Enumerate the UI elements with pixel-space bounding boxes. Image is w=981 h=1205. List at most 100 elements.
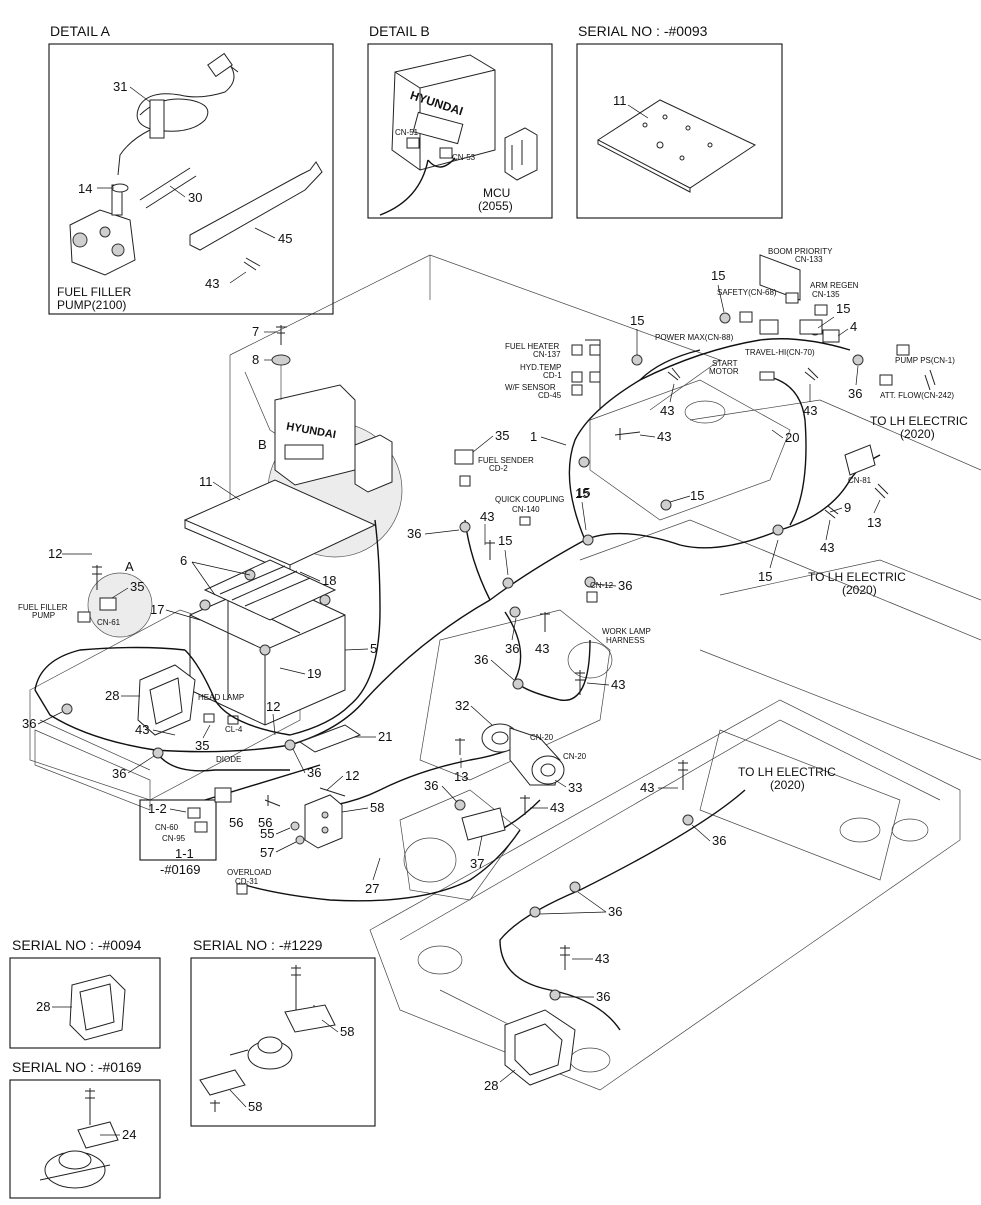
part-number-31: 31: [113, 79, 127, 94]
upper-frame-structure: [29, 254, 981, 1091]
label-quick-coupling: QUICK COUPLING: [495, 495, 564, 504]
detail-a-title: DETAIL A: [50, 23, 111, 39]
label-wf-sensor: W/F SENSOR: [505, 383, 556, 392]
part-number-30: 30: [188, 190, 202, 205]
part-number-58-b: 58: [340, 1024, 354, 1039]
serial-0169-switch: [39, 1088, 119, 1189]
part-number-36-j: 36: [712, 833, 726, 848]
to-lh-electric-2-code: (2020): [842, 583, 877, 597]
part-number-11: 11: [199, 474, 213, 489]
part-number-43-lamp: 43: [135, 722, 149, 737]
label-head-lamp: HEAD LAMP: [198, 693, 244, 702]
part-number-11-detail: 11: [613, 93, 627, 108]
serial-1229-switch: [199, 965, 336, 1112]
part-number-5: 5: [370, 641, 377, 656]
part-number-12: 12: [48, 546, 62, 561]
label-cd1: CD-1: [543, 371, 562, 380]
label-cn140: CN-140: [512, 505, 540, 514]
part-number-28-b: 28: [484, 1078, 498, 1093]
to-lh-electric-1: TO LH ELECTRIC: [870, 414, 968, 428]
harness-clips: [61, 312, 864, 1001]
label-cn95: CN-95: [162, 834, 186, 843]
part-number-28-c: 28: [36, 999, 50, 1014]
caption-fuel-filler-pump: FUEL FILLER: [57, 285, 132, 299]
part-number-57: 57: [260, 845, 274, 860]
detail-a-drawing: [69, 52, 323, 284]
horn-assembly: [481, 723, 565, 786]
label-diode: DIODE: [216, 755, 241, 764]
serial-0094-frame: [9, 957, 161, 1049]
part-number-8: 8: [252, 352, 259, 367]
part-number-12-b: 12: [266, 699, 280, 714]
part-number-9: 9: [844, 500, 851, 515]
label-fuel-filler-pump: FUEL FILLER: [18, 603, 68, 612]
serial-0169-frame: [9, 1079, 161, 1199]
part-number-17: 17: [150, 602, 164, 617]
label-cn81: CN-81: [848, 476, 872, 485]
part-number-24: 24: [122, 1127, 136, 1142]
part-number-43: 43: [205, 276, 219, 291]
detail-b-drawing: HYUNDAI: [379, 54, 538, 216]
caption-mcu-code: (2055): [478, 199, 513, 213]
part-number-36-d: 36: [424, 778, 438, 793]
part-number-43-d: 43: [611, 677, 625, 692]
label-cd31: CD-31: [235, 877, 259, 886]
part-number-55: 55: [260, 826, 274, 841]
label-cn137: CN-137: [533, 350, 561, 359]
caption-mcu: MCU: [483, 186, 510, 200]
valve-connectors: [739, 254, 936, 476]
detail-b-frame: [367, 43, 553, 219]
part-number-36-e: 36: [474, 652, 488, 667]
part-number-43-center: 43: [550, 800, 564, 815]
part-number-56: 56: [258, 815, 272, 830]
work-lamp-rear: [504, 1009, 576, 1086]
part-number-43-l: 43: [595, 951, 609, 966]
to-lh-electric-2: TO LH ELECTRIC: [808, 570, 906, 584]
part-number-36-c: 36: [307, 765, 321, 780]
part-number-21: 21: [378, 729, 392, 744]
part-number-56-b: 56: [229, 815, 243, 830]
label-pump-ps: PUMP PS(CN-1): [895, 356, 955, 365]
label-cd45: CD-45: [538, 391, 562, 400]
to-lh-electric-3-code: (2020): [770, 778, 805, 792]
part-number-36-g: 36: [618, 578, 632, 593]
caption-fuel-filler-pump-code: PUMP(2100): [57, 298, 126, 312]
part-number-58: 58: [370, 800, 384, 815]
part-number-15-g: 15: [576, 485, 590, 500]
to-lh-electric-3: TO LH ELECTRIC: [738, 765, 836, 779]
label-cn51: CN-51: [395, 128, 419, 137]
callout-letter-a: A: [125, 559, 134, 574]
part-number-4: 4: [850, 319, 857, 334]
label-travel-hi: TRAVEL-HI(CN-70): [745, 348, 815, 357]
serial-0094-title: SERIAL NO : -#0094: [12, 937, 142, 953]
label-boom-priority: BOOM PRIORITY: [768, 247, 833, 256]
part-number-43-k: 43: [640, 780, 654, 795]
part-number-13-b: 13: [867, 515, 881, 530]
diode-serial-frame: [139, 799, 217, 861]
part-number-33: 33: [568, 780, 582, 795]
part-number-6: 6: [180, 553, 187, 568]
serial-0093-frame: [576, 43, 783, 219]
part-number-35-sender: 35: [495, 428, 509, 443]
part-number-15-a: 15: [498, 533, 512, 548]
mcu-installation: HYUNDAI: [183, 325, 403, 574]
overload-switch-parts: [264, 787, 346, 849]
part-number-27: 27: [365, 881, 379, 896]
part-number-15-e: 15: [630, 313, 644, 328]
fuel-filler-callout: [77, 565, 153, 638]
label-work-lamp: WORK LAMP: [602, 627, 651, 636]
part-number-7: 7: [252, 324, 259, 339]
label-hyd-temp: HYD.TEMP: [520, 363, 561, 372]
detail-b-title: DETAIL B: [369, 23, 430, 39]
part-number-14: 14: [78, 181, 92, 196]
detail-a-callout-circle: [87, 572, 153, 638]
label-att-flow: ATT. FLOW(CN-242): [880, 391, 954, 400]
part-number-36-k: 36: [608, 904, 622, 919]
label-cn20-a: CN-20: [530, 733, 554, 742]
part-number-35-fuel-pump: 35: [130, 579, 144, 594]
part-number-15-c: 15: [711, 268, 725, 283]
part-number-15-h: 15: [758, 569, 772, 584]
part-number-43-j: 43: [820, 540, 834, 555]
